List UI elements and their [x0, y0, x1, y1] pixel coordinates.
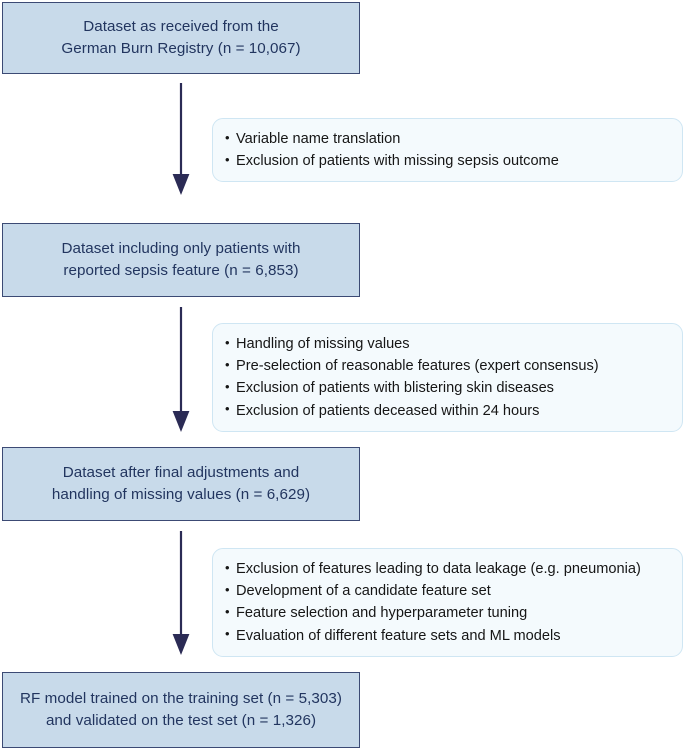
note-item: Evaluation of different feature sets and…: [225, 624, 668, 647]
stage-box-text: Dataset after final adjustments and hand…: [13, 462, 349, 506]
stage-line-2: handling of missing values (n = 6,629): [51, 486, 311, 503]
stage-line-2: reported sepsis feature (n = 6,853): [63, 262, 299, 279]
note-item: Exclusion of patients with missing sepsi…: [225, 150, 668, 172]
note-box-model-development: Exclusion of features leading to data le…: [212, 548, 683, 657]
note-list: Exclusion of features leading to data le…: [225, 557, 668, 647]
stage-box-text: Dataset including only patients with rep…: [13, 238, 349, 282]
arrow-down-icon: [169, 83, 193, 195]
stage-box-text: Dataset as received from the German Burn…: [13, 16, 349, 60]
note-item: Pre-selection of reasonable features (ex…: [225, 355, 668, 377]
note-box-preprocessing: Variable name translation Exclusion of p…: [212, 118, 683, 183]
stage-box-rf-model: RF model trained on the training set (n …: [2, 672, 360, 748]
note-item: Feature selection and hyperparameter tun…: [225, 602, 668, 624]
note-item: Handling of missing values: [225, 332, 668, 355]
stage-box-text: RF model trained on the training set (n …: [13, 688, 349, 732]
note-item: Exclusion of patients deceased within 24…: [225, 399, 668, 422]
stage-line-2: German Burn Registry (n = 10,067): [61, 40, 301, 57]
stage-line-1: Dataset after final adjustments and: [62, 463, 300, 481]
arrow-down-icon: [169, 531, 193, 655]
note-list: Handling of missing values Pre-selection…: [225, 332, 668, 422]
note-box-feature-handling: Handling of missing values Pre-selection…: [212, 323, 683, 432]
note-item: Exclusion of features leading to data le…: [225, 557, 668, 580]
stage-line-2: and validated on the test set (n = 1,326…: [45, 712, 317, 729]
stage-line-1: Dataset as received from the: [83, 17, 279, 35]
note-item: Development of a candidate feature set: [225, 580, 668, 602]
arrow-down-icon: [169, 307, 193, 432]
note-item: Variable name translation: [225, 127, 668, 150]
stage-box-dataset-received: Dataset as received from the German Burn…: [2, 2, 360, 74]
stage-line-1: Dataset including only patients with: [61, 239, 301, 257]
stage-box-dataset-final-adjustments: Dataset after final adjustments and hand…: [2, 447, 360, 521]
note-list: Variable name translation Exclusion of p…: [225, 127, 668, 172]
stage-line-1: RF model trained on the training set (n …: [20, 689, 342, 707]
note-item: Exclusion of patients with blistering sk…: [225, 377, 668, 399]
stage-box-dataset-sepsis-feature: Dataset including only patients with rep…: [2, 223, 360, 297]
